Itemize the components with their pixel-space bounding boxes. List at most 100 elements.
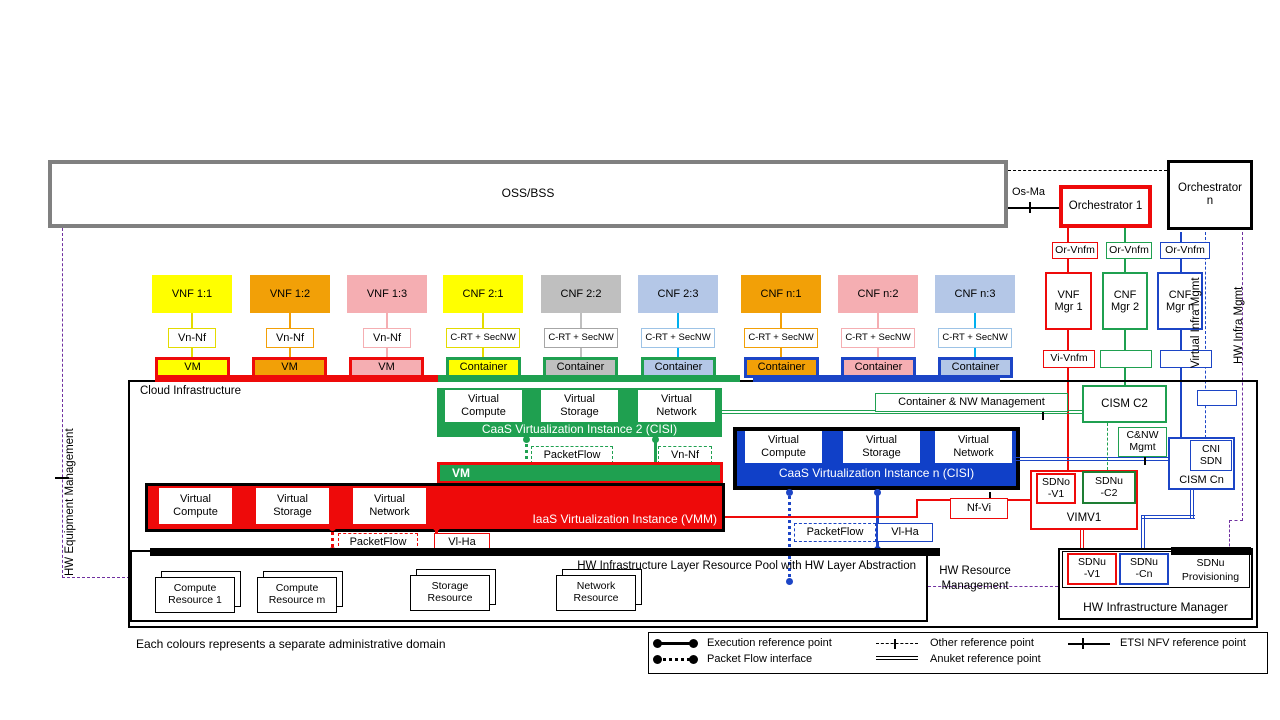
runtime-box: Container — [543, 357, 618, 378]
iface-text: Vn-Nf — [372, 331, 402, 344]
oss-bss-box: OSS/BSS — [48, 160, 1008, 228]
legend-box — [648, 632, 1268, 674]
nf-label: VNF 1:2 — [269, 287, 311, 300]
legend-other-label: Other reference point — [930, 637, 1034, 649]
iface-label: C-RT + SecNW — [938, 328, 1012, 348]
packet-flow-line-blue — [788, 490, 791, 583]
hw-infra-manager-label: HW Infrastructure Manager — [1083, 599, 1228, 614]
connector-dot — [874, 489, 881, 496]
etsi-line-os-ma — [1008, 207, 1060, 209]
iface-label: C-RT + SecNW — [744, 328, 818, 348]
etsi-tick-os-ma — [1029, 202, 1031, 213]
sdnu-prov-bar — [1171, 547, 1251, 555]
runtime-box: VM — [252, 357, 327, 378]
hw-infra-mgmt-line — [1242, 232, 1243, 521]
connector-dot — [523, 436, 530, 443]
iface-label: C-RT + SecNW — [446, 328, 520, 348]
iaas-cell-label: Virtual Compute — [173, 493, 218, 518]
cni-sdn-box: CNI SDN — [1190, 440, 1232, 471]
nf-box: CNF 2:3 — [638, 275, 718, 313]
legend-execution-label: Execution reference point — [707, 637, 832, 649]
vnf-mgr-1-label: VNF Mgr 1 — [1054, 288, 1083, 313]
cnf-mgr-n-box: CNF Mgr n — [1157, 272, 1203, 330]
blue-chain-line — [1180, 232, 1182, 438]
runtime-label: Container — [459, 361, 508, 374]
caas2-cell: Virtual Storage — [541, 390, 618, 422]
cnf-mgr-2-box: CNF Mgr 2 — [1102, 272, 1148, 330]
anuket-elbow-blue-v2 — [1141, 515, 1145, 553]
virtual-infra-mgmt-label: Virtual Infra Mgmt — [1190, 277, 1202, 368]
runtime-label: VM — [378, 361, 395, 374]
or-vnfm-2-label: Or-Vnfm — [1106, 242, 1152, 259]
legend-etsi-symbol — [1068, 643, 1110, 645]
nf-label: CNF 2:1 — [462, 287, 504, 300]
runtime-label: VM — [184, 361, 201, 374]
cism-c2-box: CISM C2 — [1082, 385, 1167, 423]
legend-dot — [689, 655, 698, 664]
etsi-tick-hw-equipment — [55, 477, 69, 479]
or-vnfm-1-label: Or-Vnfm — [1052, 242, 1098, 259]
cni-sdn-label: CNI SDN — [1199, 442, 1223, 467]
sdnu-prov-label: SDNu Provisioning — [1181, 557, 1240, 583]
empty-green-ref-box — [1100, 350, 1152, 368]
hwim-inner-box — [1062, 551, 1250, 588]
connector-dot — [652, 436, 659, 443]
sdnu-v1-box: SDNu -V1 — [1067, 553, 1117, 585]
legend-other-tick — [894, 639, 896, 649]
iaas-title: IaaS Virtualization Instance (VMM) — [532, 512, 717, 526]
cnw-mgmt-box: C&NW Mgmt — [1118, 427, 1167, 457]
cloud-infrastructure-label: Cloud Infrastructure — [140, 385, 241, 397]
runtime-box: Container — [446, 357, 521, 378]
packet-flow-line-red — [331, 525, 334, 553]
hw-resource-mgmt-label: HW Resource Management — [939, 565, 1011, 592]
hw-abstraction-bar — [150, 548, 940, 556]
nf-box: CNF 2:2 — [541, 275, 621, 313]
caasn-cell: Virtual Network — [935, 431, 1012, 463]
caasn-cell: Virtual Compute — [745, 431, 822, 463]
iface-text: Vn-Nf — [177, 331, 207, 344]
nf-label: CNF n:3 — [954, 287, 996, 300]
hw-equipment-mgmt-line — [62, 228, 63, 578]
caas2-cell-label: Virtual Compute — [461, 393, 506, 418]
vi-vnfm-label: Vi-Vnfm — [1043, 350, 1095, 368]
legend-etsi-tick — [1082, 638, 1084, 649]
legend-packetflow-label: Packet Flow interface — [707, 653, 813, 665]
nf-vi-label: Nf-Vi — [950, 498, 1008, 519]
caas2-domain-rail — [438, 375, 740, 382]
nf-label: VNF 1:1 — [171, 287, 213, 300]
iface-text: C-RT + SecNW — [645, 331, 711, 343]
sdnu-v1-label: SDNu -V1 — [1077, 556, 1106, 580]
caasn-cell-label: Virtual Storage — [862, 434, 901, 459]
iface-label: Vn-Nf — [363, 328, 411, 348]
iface-text: Vn-Nf — [275, 331, 305, 344]
anuket-line-blue — [1013, 457, 1168, 461]
iaas-cell-label: Virtual Network — [369, 493, 410, 518]
nf-vi-line-1 — [725, 516, 918, 518]
cnw-mgmt-label: C&NW Mgmt — [1126, 429, 1159, 453]
hw-resource-mgmt-line — [928, 586, 1058, 587]
nf-label: CNF 2:2 — [560, 287, 602, 300]
legend-packetflow-symbol — [656, 658, 696, 661]
hw-equipment-mgmt-run — [62, 577, 130, 578]
compute-resource-m-box: Compute Resource m — [257, 577, 337, 613]
nf-box: CNF n:3 — [935, 275, 1015, 313]
runtime-label: Container — [757, 361, 806, 374]
runtime-label: VM — [281, 361, 298, 374]
anuket-elbow-red — [1080, 530, 1084, 553]
legend-other-symbol — [876, 643, 918, 644]
caas2-title: CaaS Virtualization Instance 2 (CISI) — [481, 422, 678, 436]
vl-ha-label-blue: Vl-Ha — [877, 523, 933, 542]
caasn-title: CaaS Virtualization Instance n (CISI) — [778, 466, 975, 480]
sdnu-cn-label: SDNu -Cn — [1129, 556, 1158, 580]
empty-blue-ref-box — [1160, 350, 1212, 368]
vim-v1-label: VIMV1 — [1066, 512, 1102, 525]
hw-infra-mgmt-label: HW Infra Mgmt — [1233, 286, 1245, 364]
packetflow-label-blue: PacketFlow — [794, 523, 876, 542]
etsi-tick-blue-line — [1144, 452, 1146, 465]
cnf-mgr-2-label: CNF Mgr 2 — [1110, 288, 1140, 313]
green-dashed-drop — [1107, 423, 1108, 470]
sdnu-c2-label: SDNu -C2 — [1094, 474, 1123, 499]
nf-box: VNF 1:1 — [152, 275, 232, 313]
hw-pool-title: HW Infrastructure Layer Resource Pool wi… — [577, 560, 916, 572]
